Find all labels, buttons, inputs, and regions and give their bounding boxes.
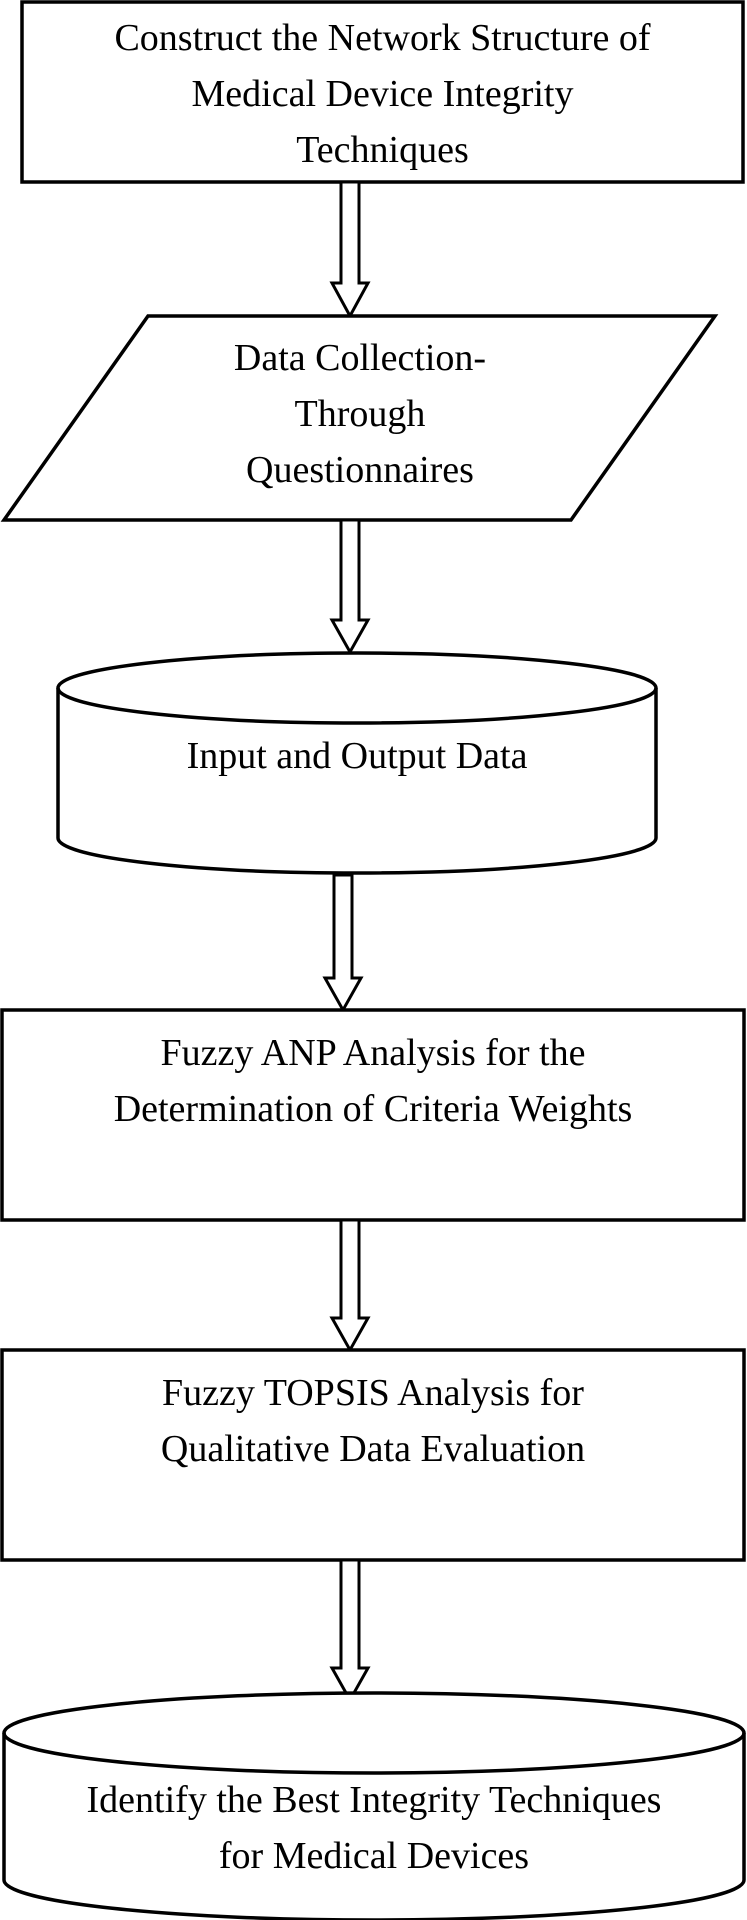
arrow-step4-to-step5 [329,1218,371,1354]
cylinder-top-rim [2,1732,746,1775]
step-construct-network-label: Construct the Network Structure of Medic… [114,17,651,171]
step-input-output-data-label: Input and Output Data [186,735,528,777]
step-fuzzy-anp-box [0,1008,746,1222]
step-fuzzy-anp-label: Fuzzy ANP Analysis for the Determination… [113,1032,633,1130]
step-data-collection-parallelogram [0,314,719,522]
step-construct-network-box [20,0,745,184]
cylinder-top-rim [56,687,658,725]
arrow-step5-to-step6 [329,1558,371,1704]
arrow-step3-to-step4 [322,873,364,1014]
step-identify-best-techniques-cylinder [2,1691,746,1920]
step-fuzzy-topsis-label: Fuzzy TOPSIS Analysis for Qualitative Da… [160,1372,586,1470]
step-input-output-data-cylinder [56,651,658,875]
arrow-step1-to-step2 [329,180,371,320]
step-identify-best-techniques-label: Identify the Best Integrity Techniques f… [86,1779,662,1877]
step-data-collection-label: Data Collection- Through Questionnaires [233,337,487,491]
arrow-step2-to-step3 [329,518,371,656]
step-fuzzy-topsis-box [0,1348,746,1562]
